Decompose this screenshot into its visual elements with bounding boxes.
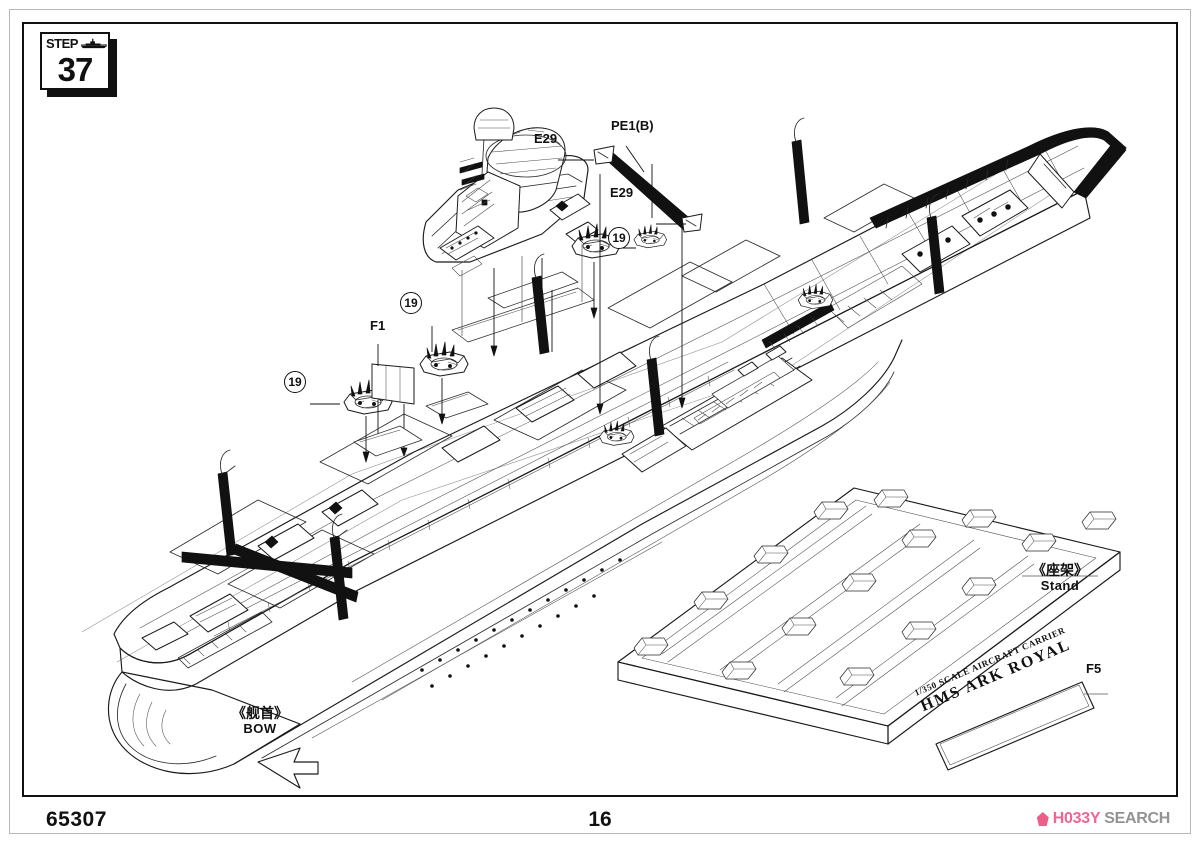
quantity-callout-right: 19 <box>608 227 630 249</box>
annotation-stand-cjk: 《座架》 <box>1032 563 1088 579</box>
watermark-secondary-text: SEARCH <box>1104 810 1170 827</box>
page-number: 16 <box>588 808 612 831</box>
step-badge-header: STEP <box>42 34 108 53</box>
watermark-primary-text: H033Y <box>1052 810 1101 827</box>
part-label-f1: F1 <box>370 318 386 333</box>
quantity-callout-middle: 19 <box>400 292 422 314</box>
hobbysearch-watermark: H033Y SEARCH <box>1036 810 1170 828</box>
part-label-e29-upper: E29 <box>534 131 558 146</box>
step-badge: STEP 37 <box>40 32 120 98</box>
hobbysearch-logo-icon <box>1036 812 1049 826</box>
page-footer: 65307 16 H033Y SEARCH <box>22 800 1178 840</box>
annotation-bow: 《舰首》 BOW <box>232 706 288 737</box>
quantity-callout-left: 19 <box>284 371 306 393</box>
annotation-bow-roman: BOW <box>243 721 277 737</box>
part-label-e29-lower: E29 <box>610 185 634 200</box>
annotation-stand: 《座架》 Stand <box>1032 563 1088 594</box>
step-label: STEP <box>46 36 78 51</box>
kit-number: 65307 <box>46 808 107 831</box>
annotation-stand-roman: Stand <box>1040 578 1080 594</box>
annotation-bow-cjk: 《舰首》 <box>232 706 288 722</box>
step-number: 37 <box>57 50 94 88</box>
part-label-pe1b: PE1(B) <box>611 118 654 133</box>
step-badge-plate: STEP 37 <box>40 32 110 90</box>
page-outer-rule <box>9 9 1191 834</box>
ship-silhouette-icon <box>80 38 108 49</box>
part-label-f5: F5 <box>1086 661 1102 676</box>
